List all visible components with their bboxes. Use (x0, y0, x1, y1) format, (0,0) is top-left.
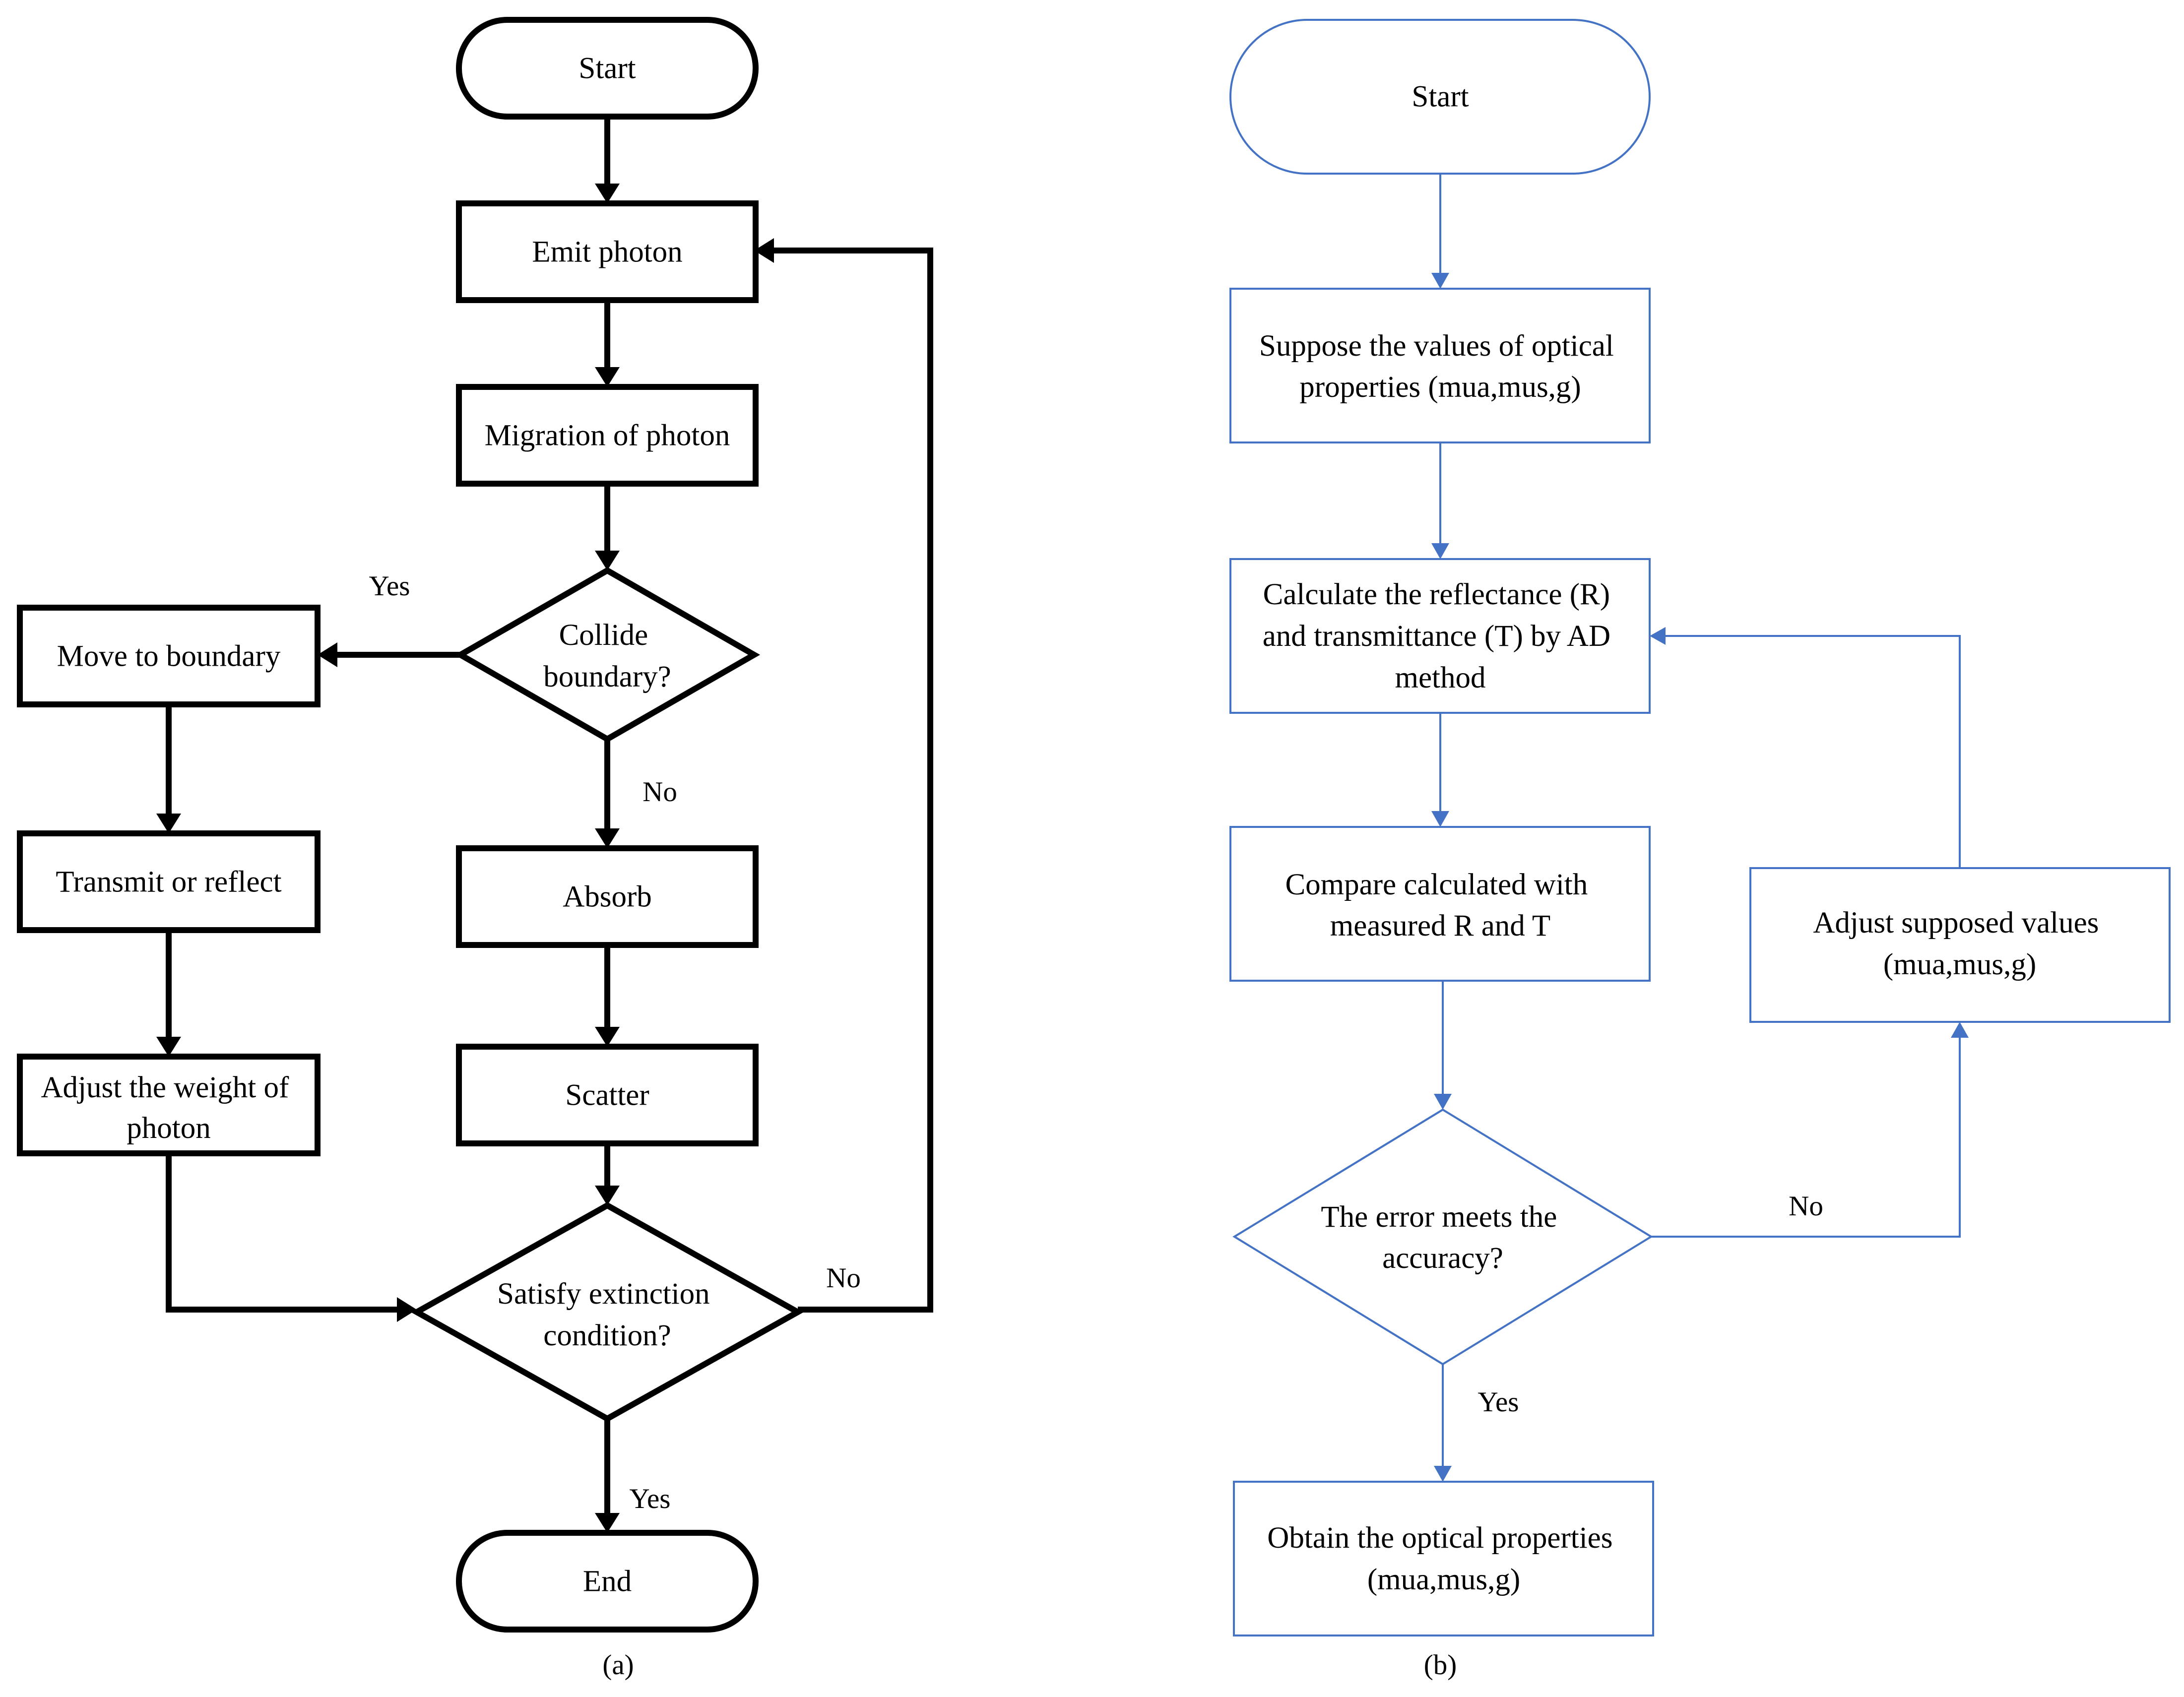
process-box (1229, 558, 1651, 714)
b-adjust-node: Adjust supposed values (mua,mus,g) (1749, 867, 2171, 1023)
process-box (1749, 867, 2171, 1023)
process-box (456, 845, 759, 948)
terminator-shape (1229, 19, 1651, 175)
arrowhead (595, 184, 620, 203)
process-box (17, 1054, 321, 1156)
decision-diamond (410, 1202, 804, 1422)
process-box (17, 605, 321, 707)
a-extinction-decision: Satisfy extinction condition? (410, 1202, 804, 1422)
arrowhead (595, 551, 620, 570)
a-extinction-label: Satisfy extinction condition? (497, 1277, 717, 1352)
b-calculate-node: Calculate the reflectance (R) and transm… (1229, 558, 1651, 714)
arrowhead (595, 828, 620, 848)
arrowhead (1431, 543, 1449, 559)
arrowhead (595, 1186, 620, 1205)
a-move-boundary-label: Move to boundary (57, 640, 281, 673)
b-suppose-node: Suppose the values of optical properties… (1229, 288, 1651, 443)
a-start-label: Start (578, 52, 636, 85)
a-emit-photon-label: Emit photon (532, 236, 682, 269)
b-suppose-label: Suppose the values of optical properties… (1259, 329, 1621, 404)
connector-adjust-calculate-loop (1666, 635, 1961, 868)
b-error-yes-label: Yes (1478, 1386, 1519, 1418)
b-error-no-label: No (1789, 1191, 1823, 1222)
b-start-label: Start (1412, 80, 1469, 114)
arrowhead (754, 238, 774, 263)
a-move-boundary-node: Move to boundary (17, 605, 321, 707)
a-collide-label: Collide boundary? (543, 619, 671, 693)
process-box (456, 200, 759, 303)
b-obtain-label: Obtain the optical properties (mua,mus,g… (1267, 1521, 1620, 1596)
a-adjust-weight-label: Adjust the weight of photon (41, 1071, 296, 1145)
b-adjust-label: Adjust supposed values (mua,mus,g) (1813, 906, 2106, 981)
process-box (1233, 1481, 1654, 1636)
terminator-shape (456, 17, 759, 120)
terminator-shape (456, 1530, 759, 1633)
arrowhead (156, 1037, 181, 1057)
a-collide-yes-label: Yes (369, 570, 410, 602)
b-compare-node: Compare calculated with measured R and T (1229, 826, 1651, 982)
arrowhead (156, 814, 181, 833)
arrowhead (1434, 1094, 1452, 1110)
panel-b-connectors (1431, 174, 1969, 1482)
a-migration-label: Migration of photon (485, 419, 730, 452)
process-box (456, 1044, 759, 1146)
a-extinction-yes-label: Yes (630, 1483, 671, 1514)
arrowhead (595, 1027, 620, 1047)
panel-a-caption: (a) (602, 1649, 634, 1681)
arrowhead (1434, 1466, 1452, 1482)
a-transmit-node: Transmit or reflect (17, 830, 321, 933)
b-compare-label: Compare calculated with measured R and T (1285, 868, 1595, 943)
b-error-label: The error meets the accuracy? (1321, 1200, 1564, 1275)
b-error-decision: The error meets the accuracy? (1232, 1108, 1653, 1366)
arrowhead (1431, 273, 1449, 289)
arrowhead (397, 1297, 417, 1322)
a-start-node: Start (456, 17, 759, 120)
connector-extinction-emit-loop (774, 248, 933, 1313)
process-box (17, 830, 321, 933)
panel-a: Start Emit photon Migration of photon Co… (17, 17, 933, 1681)
a-absorb-label: Absorb (563, 880, 652, 914)
b-start-node: Start (1229, 19, 1651, 175)
panel-a-connectors (156, 117, 933, 1533)
a-scatter-node: Scatter (456, 1044, 759, 1146)
connector-error-adjust (1651, 1038, 1961, 1238)
a-end-label: End (583, 1565, 632, 1598)
b-obtain-node: Obtain the optical properties (mua,mus,g… (1233, 1481, 1654, 1636)
arrowhead (595, 1513, 620, 1533)
process-box (1229, 826, 1651, 982)
b-calculate-label: Calculate the reflectance (R) and transm… (1263, 578, 1618, 694)
arrowhead (1951, 1022, 1969, 1038)
process-box (1229, 288, 1651, 443)
connector-adjust-extinction (166, 1153, 397, 1313)
a-collide-decision: Collide boundary? (454, 567, 761, 743)
a-collide-no-label: No (642, 776, 677, 808)
decision-diamond (454, 567, 761, 743)
decision-diamond (1232, 1108, 1653, 1366)
arrowhead (1431, 811, 1449, 827)
arrowhead (318, 642, 337, 667)
arrowhead (1650, 627, 1666, 645)
a-extinction-no-label: No (826, 1262, 861, 1294)
a-transmit-label: Transmit or reflect (56, 866, 281, 899)
a-absorb-node: Absorb (456, 845, 759, 948)
panel-b-caption: (b) (1424, 1649, 1457, 1681)
process-box (456, 384, 759, 487)
panel-b: Start Suppose the values of optical prop… (1229, 19, 2171, 1681)
a-migration-node: Migration of photon (456, 384, 759, 487)
a-emit-photon-node: Emit photon (456, 200, 759, 303)
a-adjust-weight-node: Adjust the weight of photon (17, 1054, 321, 1156)
a-scatter-label: Scatter (565, 1079, 649, 1112)
arrowhead (595, 367, 620, 387)
a-end-node: End (456, 1530, 759, 1633)
